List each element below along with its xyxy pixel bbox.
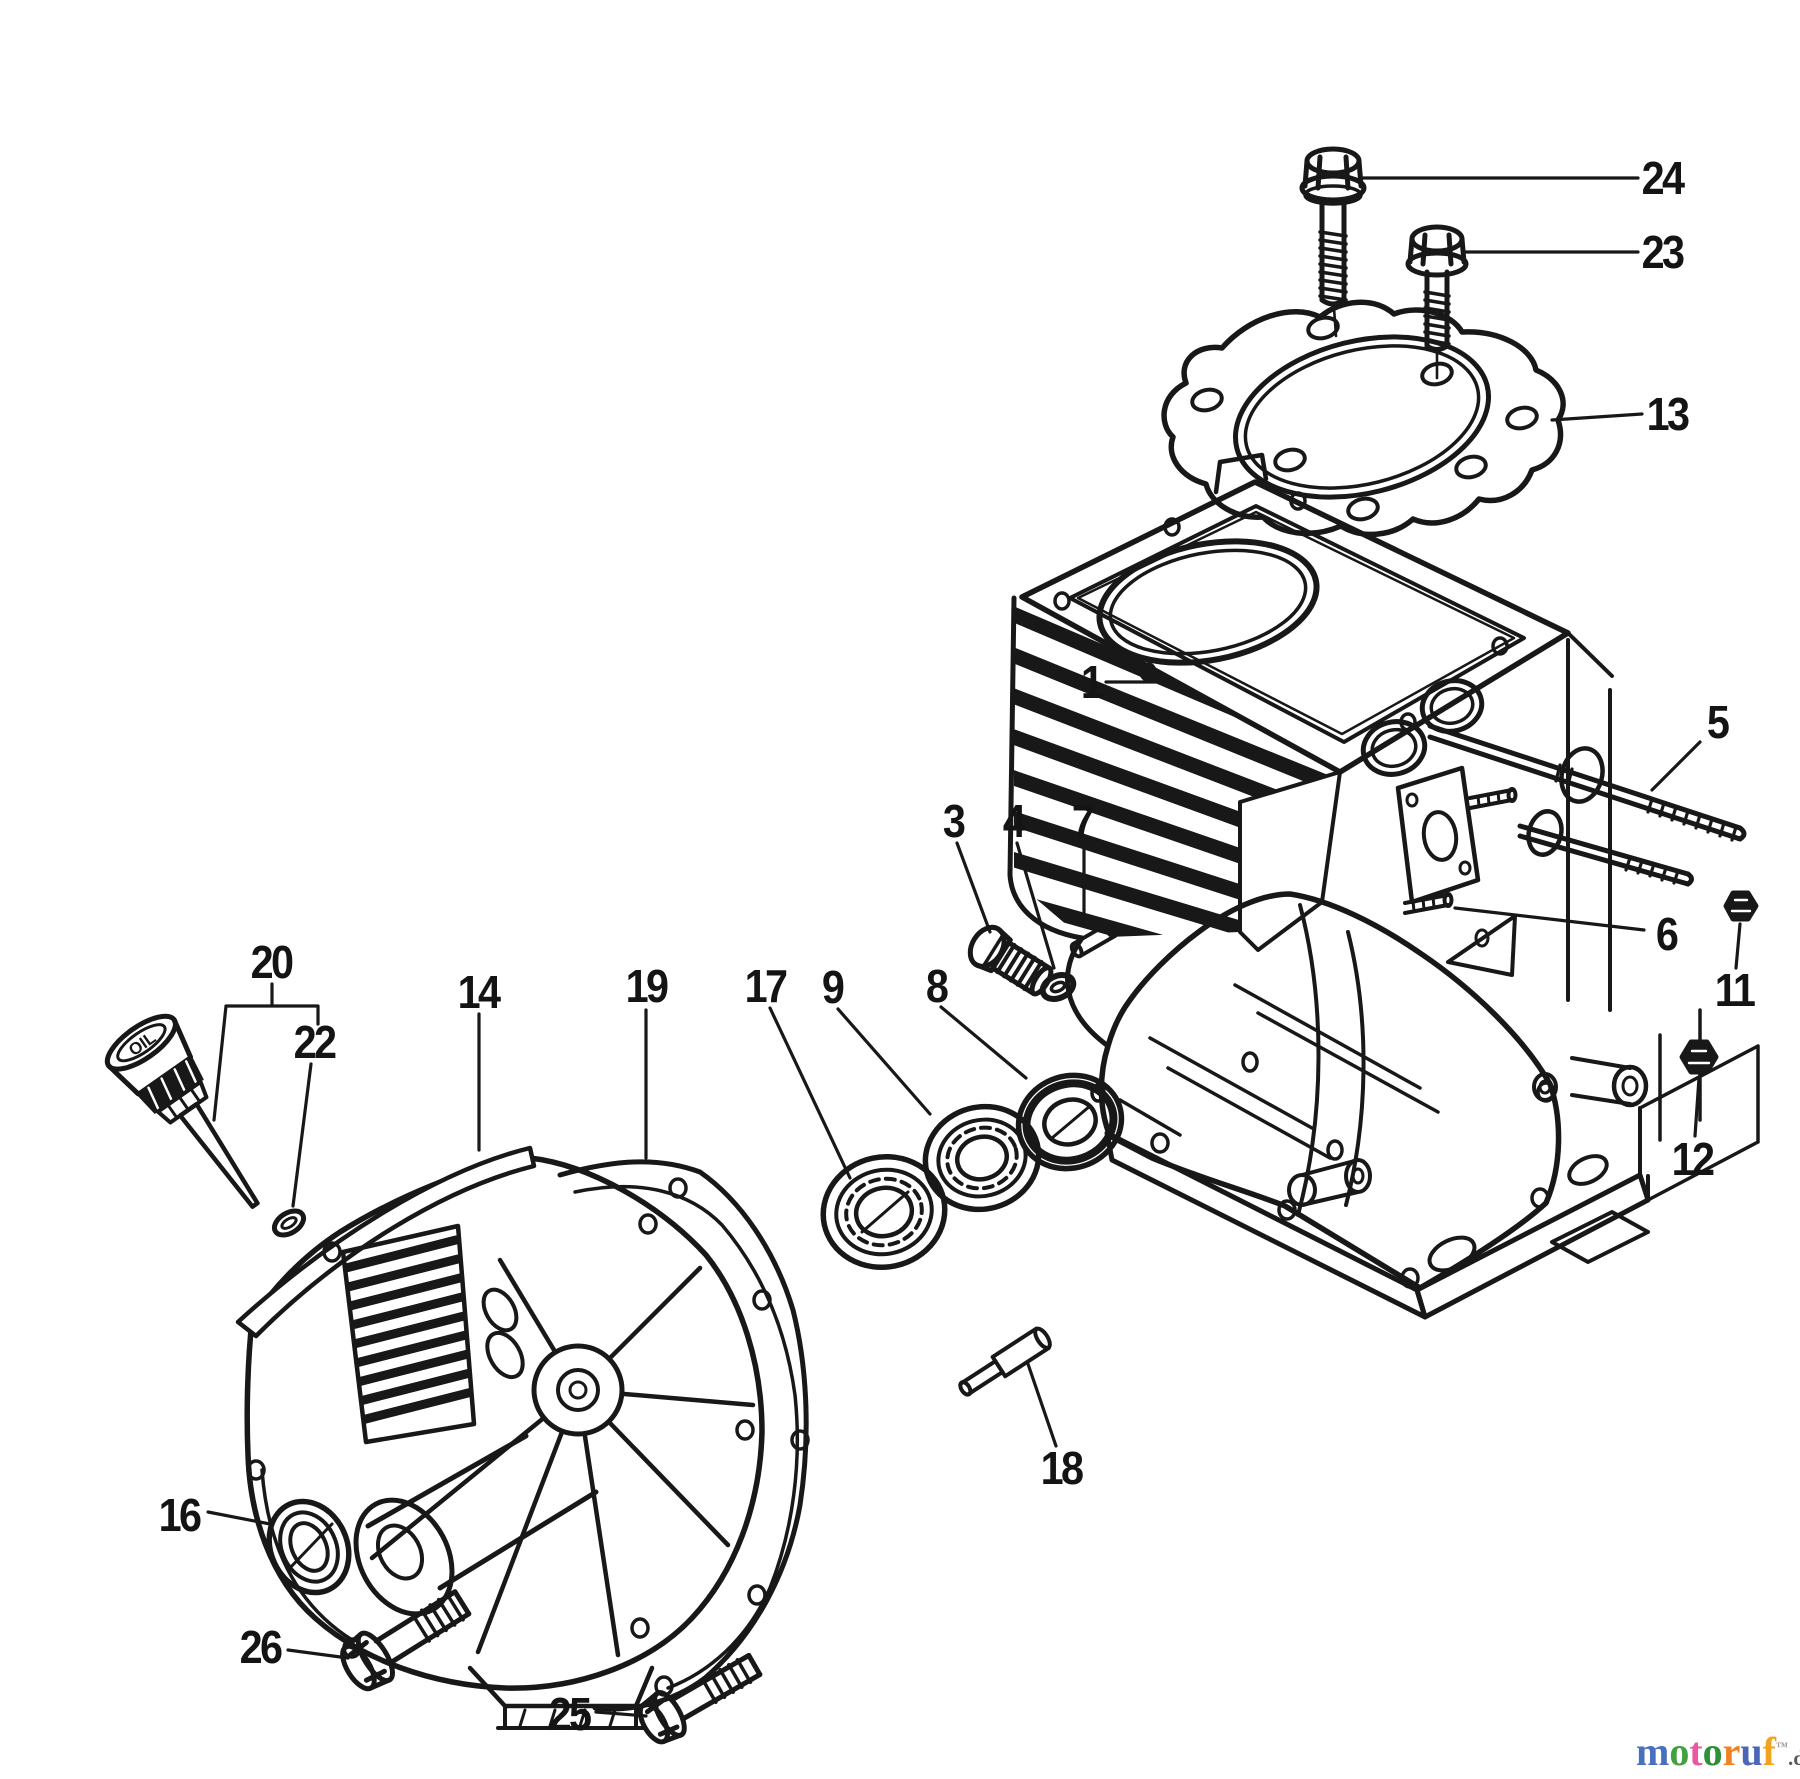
watermark-suffix: .de: [1788, 1746, 1800, 1770]
part-12-nut: [1679, 1039, 1719, 1075]
leader-11: [1734, 922, 1742, 970]
part-7-pin: [1069, 921, 1119, 959]
callout-7: 7: [1071, 795, 1095, 847]
leader-22: [291, 1062, 313, 1208]
callout-23: 23: [1641, 226, 1685, 278]
leader-lines: [206, 176, 1742, 1718]
watermark-letter: m: [1636, 1729, 1670, 1774]
callout-11: 11: [1714, 964, 1756, 1016]
callout-24: 24: [1641, 152, 1685, 204]
leader-6: [1453, 906, 1646, 932]
watermark-letter: o: [1702, 1729, 1723, 1774]
part-4-washer: [1039, 972, 1077, 1002]
callout-6: 6: [1655, 908, 1679, 960]
part-20-dipstick: [104, 1013, 260, 1209]
watermark-trademark: ™: [1776, 1739, 1788, 1754]
callout-13: 13: [1646, 388, 1690, 440]
watermark-letter: r: [1722, 1729, 1741, 1774]
part-26-bolt: [340, 1589, 472, 1692]
callout-17: 17: [744, 960, 788, 1012]
leader-20-bracket: [212, 982, 320, 1122]
part-16-oil-seal: [266, 1498, 352, 1596]
part-17-bearing: [820, 1153, 948, 1271]
leader-17: [768, 1006, 852, 1180]
part-13-gasket: [1161, 299, 1566, 538]
callout-4: 4: [1002, 795, 1026, 847]
part-11-nut: [1723, 890, 1759, 922]
leader-5: [1650, 740, 1702, 792]
callout-5: 5: [1706, 696, 1730, 748]
callout-22: 22: [293, 1016, 337, 1068]
callout-20: 20: [250, 936, 294, 988]
watermark-letter: o: [1669, 1729, 1690, 1774]
callout-1: 1: [1080, 656, 1104, 708]
callout-3: 3: [942, 795, 966, 847]
callout-18: 18: [1040, 1442, 1084, 1494]
watermark-letter: f: [1762, 1729, 1776, 1774]
part-5-stud-long: [1427, 723, 1747, 842]
part-24-flange-bolt: [1299, 146, 1367, 338]
watermark-letter: t: [1689, 1729, 1703, 1774]
part-14-crankcase-cover: [235, 1145, 765, 1730]
callout-12: 12: [1671, 1133, 1715, 1185]
part-1-cylinder-block: [1007, 452, 1760, 1320]
callout-9: 9: [821, 961, 845, 1013]
leader-9: [836, 1007, 932, 1116]
watermark-letter: u: [1740, 1729, 1763, 1774]
leader-13: [1550, 412, 1644, 422]
part-22-o-ring: [271, 1208, 307, 1238]
part-23-flange-bolt: [1405, 224, 1469, 380]
callout-14: 14: [457, 966, 501, 1018]
leader-18: [1026, 1362, 1058, 1448]
part-6-stud-short: [1403, 787, 1518, 915]
part-25-bolt: [637, 1652, 763, 1745]
watermark-logo: motoruf™.de: [1636, 1732, 1800, 1772]
leader-26: [286, 1648, 350, 1660]
callout-16: 16: [158, 1489, 202, 1541]
leader-8: [939, 1005, 1028, 1080]
callout-26: 26: [239, 1621, 283, 1673]
leader-3: [955, 841, 992, 934]
part-9-bearing: [922, 1103, 1042, 1213]
callout-25: 25: [548, 1688, 592, 1740]
part-18-pin: [958, 1326, 1052, 1397]
callout-8: 8: [925, 960, 949, 1012]
callout-19: 19: [625, 960, 669, 1012]
part-stud-lower: [1517, 809, 1694, 887]
